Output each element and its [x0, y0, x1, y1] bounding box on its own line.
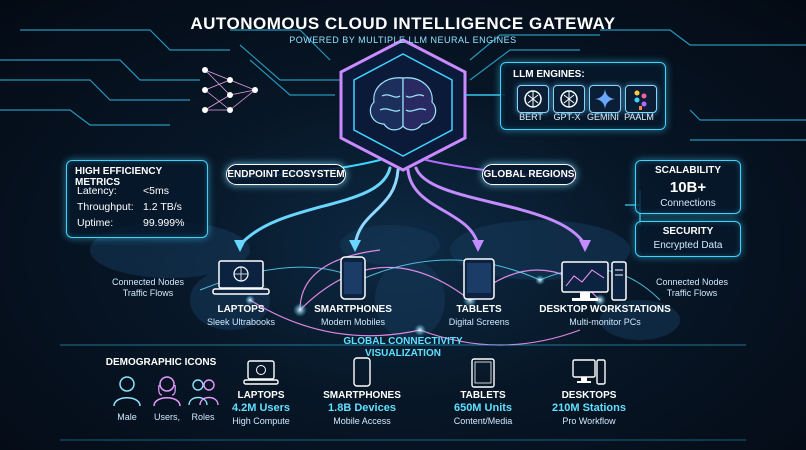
metric-label-latency: Latency: [77, 185, 117, 197]
female-user-icon [153, 376, 181, 407]
smartphone-icon-small [353, 357, 371, 387]
engine-name-paalm: PAALM [624, 112, 654, 122]
tablet-icon [463, 258, 495, 300]
metrics-panel: HIGH EFFICIENCY METRICS Latency: <5ms Th… [66, 160, 208, 238]
laptop-icon [212, 260, 270, 295]
engine-name-gpt-x: GPT-X [553, 112, 581, 122]
group-users-icon [188, 379, 219, 406]
endpoint-ecosystem-pill: ENDPOINT ECOSYSTEM [226, 164, 346, 185]
demographic-label-users: Users, [153, 412, 180, 422]
demographic-title: DEMOGRAPHIC ICONS [105, 357, 217, 368]
laptop-icon-small [243, 360, 279, 385]
metric-label-throughput: Throughput: [77, 201, 134, 213]
device-name-smartphones: SMARTPHONES [314, 304, 392, 315]
page-title: AUTONOMOUS CLOUD INTELLIGENCE GATEWAY [190, 14, 616, 33]
lower-name-smartphones: SMARTPHONES [323, 390, 401, 401]
lower-stat-tablets: 650M Units [453, 402, 513, 414]
metrics-title: HIGH EFFICIENCY METRICS [75, 166, 163, 188]
tablet-icon-small [471, 358, 495, 388]
lower-name-tablets: TABLETS [460, 390, 506, 401]
neural-network-graphic [204, 69, 256, 111]
security-title: SECURITY [662, 226, 714, 237]
device-sub-desktop-workstations: Multi-monitor PCs [569, 317, 641, 327]
openai-knot-icon [560, 90, 578, 108]
engine-gpt-x-tile [553, 85, 585, 113]
engine-bert-tile [517, 85, 549, 113]
engine-gemini-tile [589, 85, 621, 113]
gemini-star-icon [595, 89, 615, 109]
smartphone-icon [340, 256, 366, 300]
device-name-desktop-workstations: DESKTOP WORKSTATIONS [539, 304, 671, 315]
device-sub-laptops: Sleek Ultrabooks [206, 317, 276, 327]
lower-sub-laptops: High Compute [232, 416, 290, 426]
engine-name-bert: BERT [519, 112, 543, 122]
security-panel: SECURITY Encrypted Data [635, 221, 741, 257]
desktop-icon-small [572, 359, 606, 385]
llm-engines-panel: LLM ENGINES: [500, 62, 666, 130]
male-user-icon [113, 376, 141, 407]
scalability-panel: SCALABILITY 10B+ Connections [635, 160, 741, 214]
global-regions-pill: GLOBAL REGIONS [482, 164, 576, 185]
engine-paalm-tile [625, 85, 657, 113]
lower-name-laptops: LAPTOPS [237, 390, 285, 401]
connected-nodes-left: Connected Nodes Traffic Flows [111, 277, 185, 298]
metric-label-uptime: Uptime: [77, 217, 114, 229]
lower-stat-desktops: 210M Stations [552, 402, 626, 414]
metric-value-uptime: 99.999% [143, 217, 185, 229]
scalability-title: SCALABILITY [654, 165, 722, 176]
demographic-label-male: Male [117, 412, 137, 422]
connected-nodes-right: Connected Nodes Traffic Flows [655, 277, 729, 298]
desktop-workstation-icon [561, 261, 627, 301]
openai-knot-icon [524, 90, 542, 108]
brain-icon [369, 77, 437, 131]
metric-value-latency: <5ms [143, 185, 169, 197]
palm-dots-icon [634, 90, 647, 110]
global-connectivity-label: GLOBAL CONNECTIVITY VISUALIZATION [343, 336, 463, 359]
lower-name-desktops: DESKTOPS [561, 390, 617, 401]
lower-sub-desktops: Pro Workflow [562, 416, 616, 426]
scalability-sub: Connections [660, 198, 716, 209]
security-sub: Encrypted Data [653, 240, 723, 251]
device-name-tablets: TABLETS [456, 304, 502, 315]
device-name-laptops: LAPTOPS [217, 304, 265, 315]
lower-stat-laptops: 4.2M Users [231, 402, 291, 414]
metric-value-throughput: 1.2 TB/s [143, 201, 182, 213]
lower-stat-smartphones: 1.8B Devices [328, 402, 396, 414]
lower-sub-tablets: Content/Media [453, 416, 513, 426]
engine-name-gemini: GEMINI [586, 112, 619, 122]
llm-engines-label: LLM ENGINES: [513, 69, 585, 80]
page-subtitle: POWERED BY MULTIPLE LLM NEURAL ENGINES [289, 35, 517, 45]
lower-sub-smartphones: Mobile Access [333, 416, 391, 426]
device-sub-smartphones: Modern Mobiles [320, 317, 386, 327]
device-sub-tablets: Digital Screens [448, 317, 510, 327]
scalability-value: 10B+ [669, 179, 707, 196]
demographic-label-roles: Roles [191, 412, 215, 422]
